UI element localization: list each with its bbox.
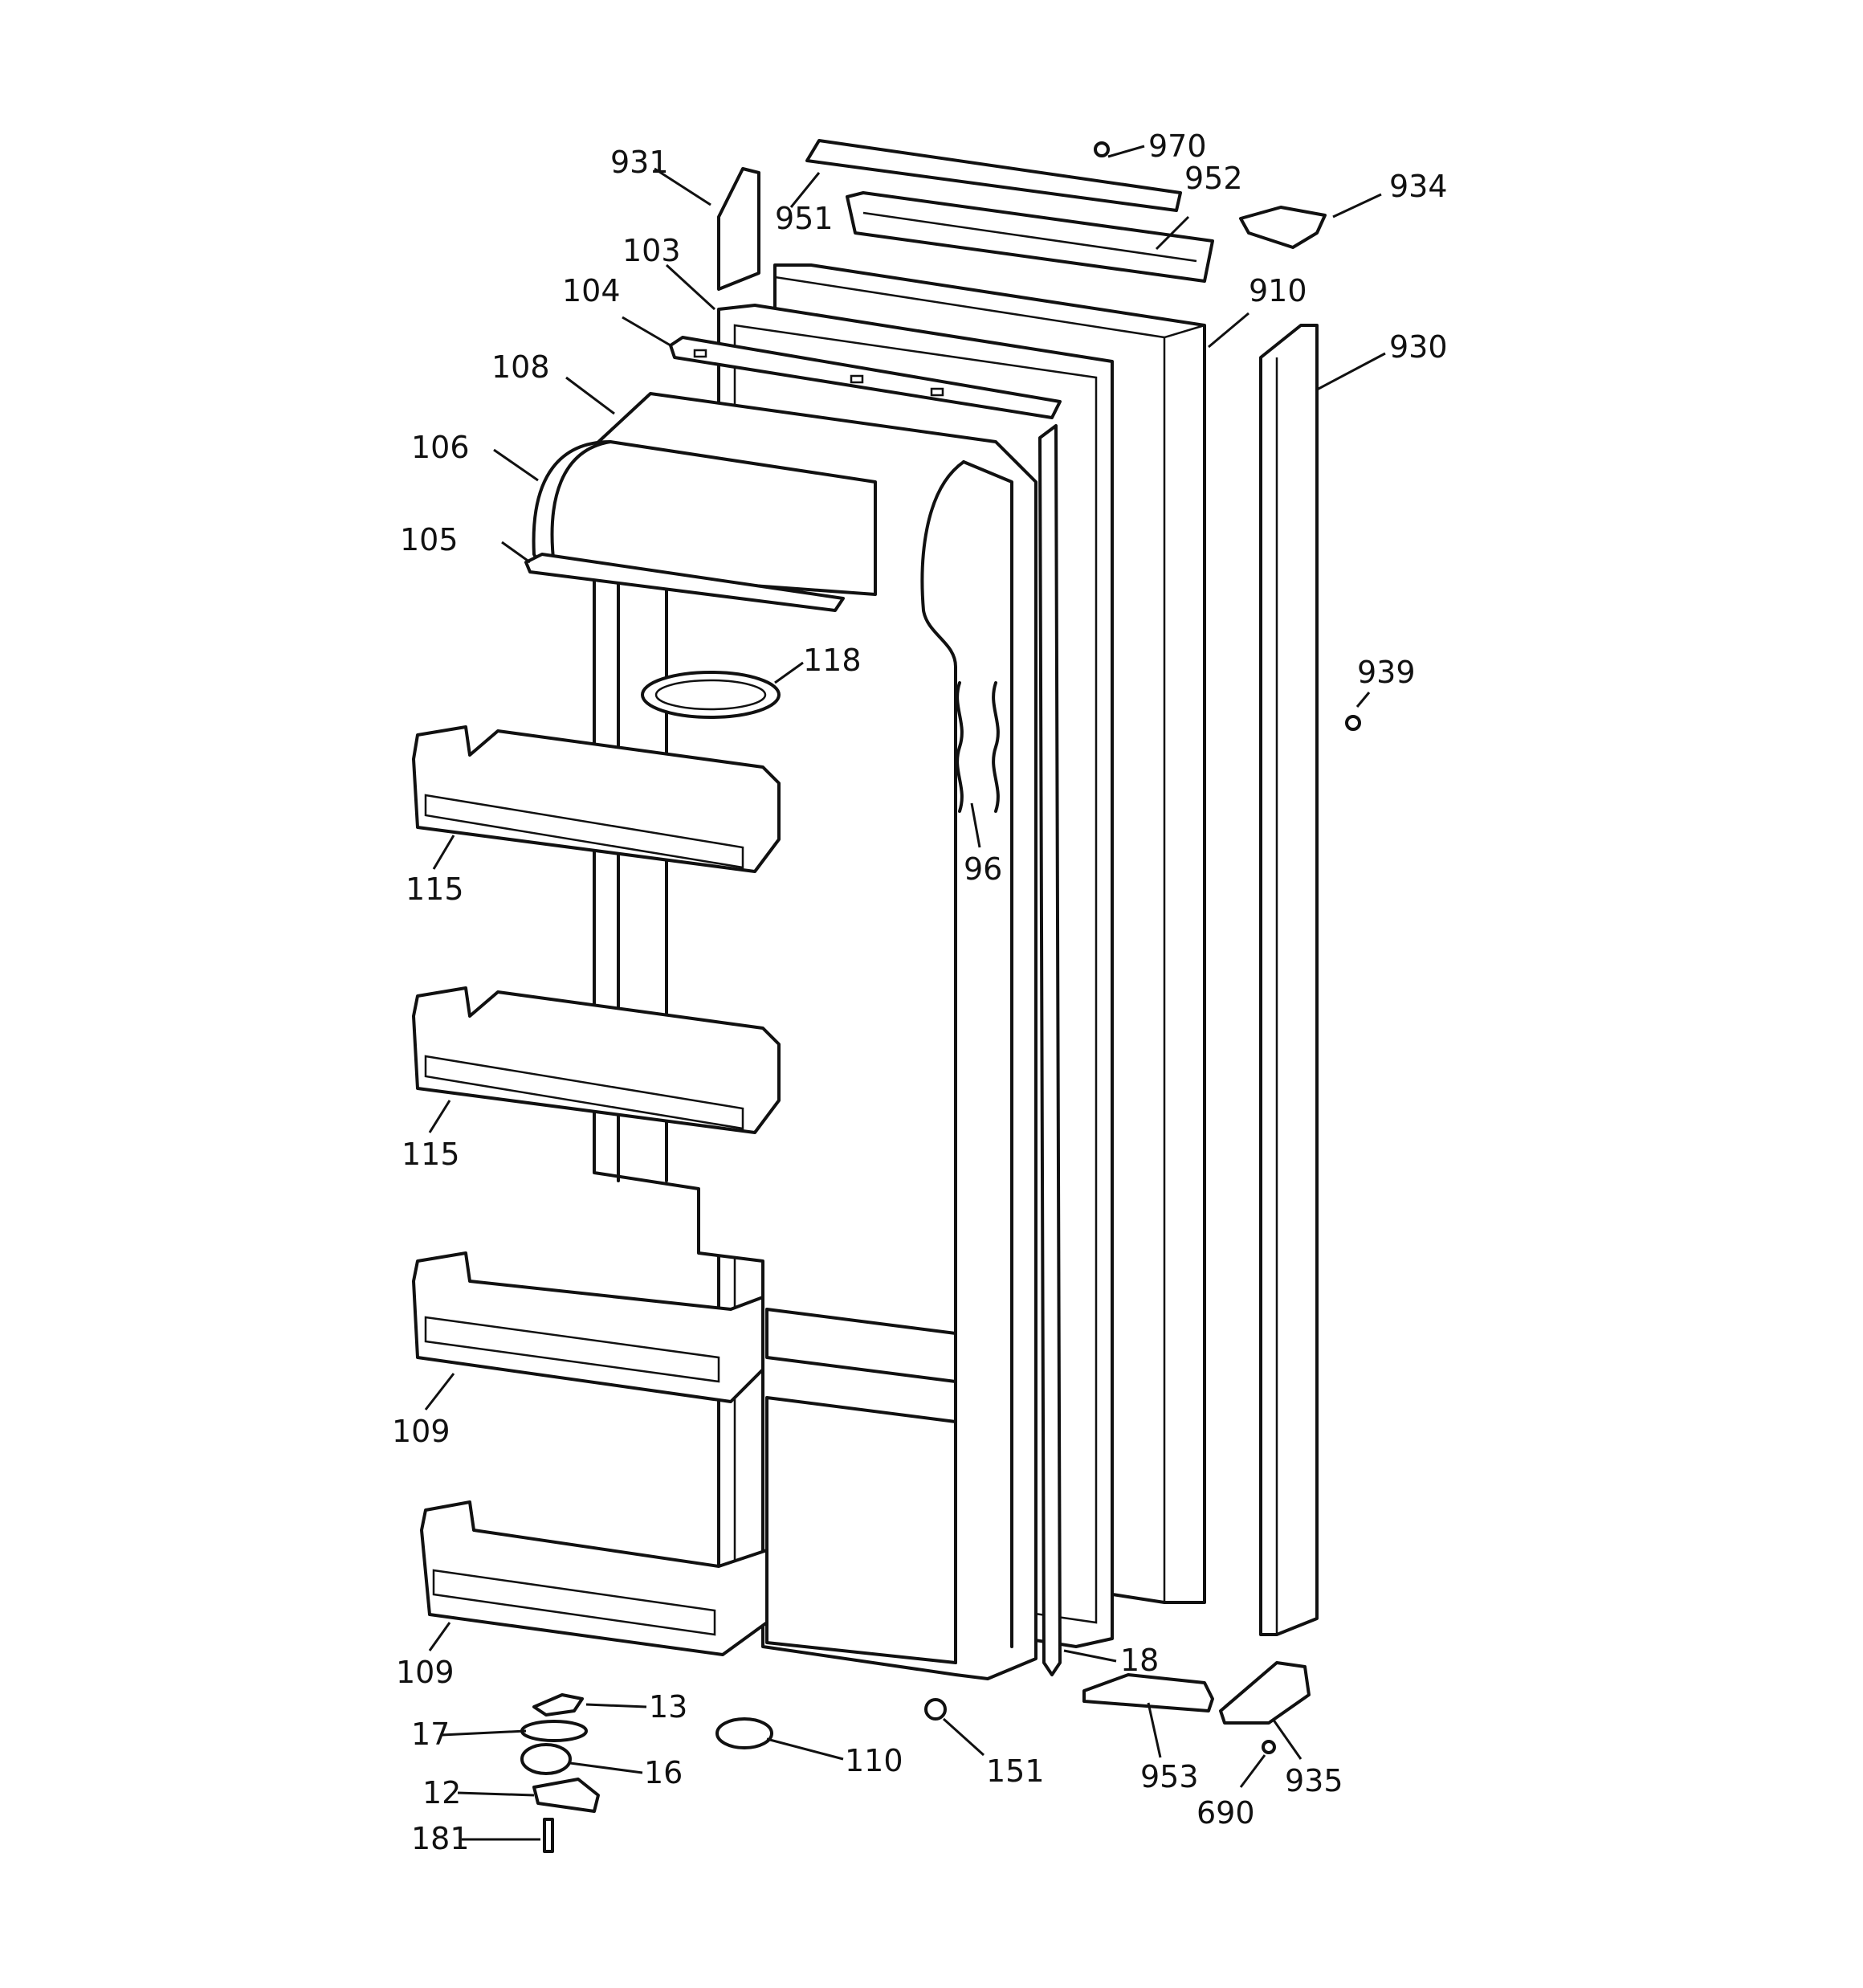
callout-16: 16 xyxy=(644,1755,683,1790)
callout-690: 690 xyxy=(1196,1795,1255,1831)
callout-108: 108 xyxy=(491,349,550,385)
callout-110: 110 xyxy=(845,1743,903,1778)
dairy-door xyxy=(532,440,877,596)
callout-17: 17 xyxy=(411,1717,450,1752)
callout-106: 106 xyxy=(411,430,470,465)
top-trim-strip xyxy=(669,336,1062,419)
door-bin-109-lower xyxy=(420,1500,768,1656)
callout-151: 151 xyxy=(986,1753,1045,1789)
callout-910: 910 xyxy=(1249,273,1307,308)
dairy-door-rail xyxy=(524,553,845,612)
callout-939: 939 xyxy=(1357,655,1416,690)
callout-931: 931 xyxy=(610,145,669,180)
gasket-strip xyxy=(1038,424,1062,1676)
callout-12: 12 xyxy=(422,1775,461,1810)
side-trim xyxy=(1259,324,1319,1636)
top-handle xyxy=(846,191,1214,283)
callout-109-upper: 109 xyxy=(392,1414,450,1449)
door-bin-115-upper xyxy=(412,725,781,873)
egg-tray xyxy=(641,671,781,719)
callout-13: 13 xyxy=(649,1689,687,1725)
callout-951: 951 xyxy=(775,201,834,236)
callout-952: 952 xyxy=(1184,161,1243,196)
callout-181: 181 xyxy=(411,1821,470,1856)
lower-trim xyxy=(1082,1673,1214,1712)
callout-105: 105 xyxy=(400,522,459,557)
callout-104: 104 xyxy=(562,273,621,308)
callout-953: 953 xyxy=(1140,1759,1199,1794)
callout-115-lower: 115 xyxy=(402,1137,460,1172)
callout-930: 930 xyxy=(1389,329,1448,365)
door-bin-115-lower xyxy=(412,986,781,1134)
callout-96: 96 xyxy=(964,851,1002,887)
callout-934: 934 xyxy=(1389,169,1448,204)
hinge-hardware xyxy=(520,141,1361,1853)
liner-insert xyxy=(956,681,1000,813)
callout-118: 118 xyxy=(803,643,862,678)
callout-935: 935 xyxy=(1285,1763,1343,1798)
hinge-cap-bottom xyxy=(1219,1661,1311,1725)
callout-115-upper: 115 xyxy=(406,872,464,907)
callout-109-lower: 109 xyxy=(396,1655,455,1690)
top-trim-piece xyxy=(717,167,760,291)
door-bin-109-upper xyxy=(412,1251,764,1403)
callout-18: 18 xyxy=(1120,1643,1159,1678)
leader-lines xyxy=(424,145,1386,1841)
callout-103: 103 xyxy=(622,233,681,268)
callout-labels: 970 951 952 934 931 103 104 910 930 108 … xyxy=(392,129,1448,1856)
top-cap xyxy=(805,139,1182,212)
hinge-cap-top xyxy=(1239,206,1327,249)
callout-970: 970 xyxy=(1148,129,1207,164)
